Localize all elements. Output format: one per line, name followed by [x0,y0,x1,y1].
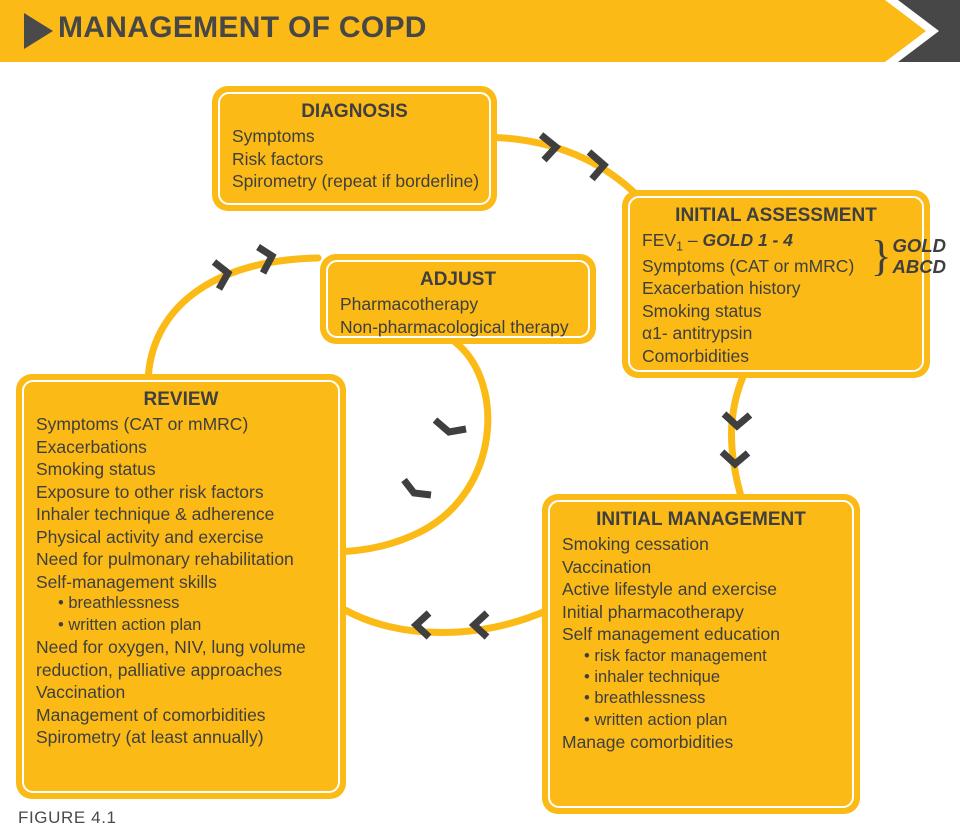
page-title: MANAGEMENT OF COPD [58,11,427,44]
connector-review-to-adjust [144,254,322,386]
header-banner-shape [0,0,926,62]
chevron-marker-icon [468,610,490,640]
box-diagnosis[interactable]: DIAGNOSIS Symptoms Risk factors Spiromet… [212,86,497,211]
box-initial-assessment-line-3: Smoking status [642,300,762,321]
box-diagnosis-line-3: Spirometry (repeat if borderline) [232,171,480,192]
box-review-line: Exposure to other risk factors [36,481,264,502]
box-review-inner: REVIEW Symptoms (CAT or mMRC) Exacerbati… [22,380,340,793]
box-initial-management-inner: INITIAL MANAGEMENT Smoking cessation Vac… [548,500,854,808]
box-review-line: Self-management skills [36,571,217,592]
connector-initial-assessment-to-initial-management [728,368,749,504]
box-initial-assessment-fev-line: FEV1 – GOLD 1 - 4 [642,229,910,255]
box-initial-management-line: Vaccination [562,556,652,577]
box-initial-management-line: Manage comorbidities [562,731,734,752]
box-adjust-line-1: Pharmacotherapy [340,293,479,314]
box-initial-assessment-line-4: α1- antitrypsin [642,323,753,344]
figure-caption: FIGURE 4.1 [18,808,117,827]
chevron-marker-icon [256,244,277,275]
chevron-marker-icon [410,610,432,640]
connector-initial-management-to-review [341,606,552,636]
box-initial-management-line: Smoking cessation [562,533,709,554]
box-diagnosis-title: DIAGNOSIS [301,101,408,122]
gold-abcd-labels: GOLD ABCD [892,235,946,277]
box-initial-management-line: Active lifestyle and exercise [562,579,777,600]
box-initial-management[interactable]: INITIAL MANAGEMENT Smoking cessation Vac… [542,494,860,814]
box-adjust-inner: ADJUST Pharmacotherapy Non-pharmacologic… [326,260,590,338]
box-initial-assessment-line-5: Comorbidities [642,345,749,366]
box-initial-management-bullet: • written action plan [584,710,728,729]
box-initial-management-bullet: • risk factor management [584,646,767,665]
connector-layer [144,132,753,640]
box-initial-assessment-line-2: Exacerbation history [642,278,801,299]
abcd-label: ABCD [892,255,946,277]
box-initial-management-title: INITIAL MANAGEMENT [596,509,806,530]
box-review-bullet: • breathlessness [58,594,180,613]
box-review-line: Symptoms (CAT or mMRC) [36,413,249,434]
fev-gold-grade: GOLD 1 - 4 [702,229,793,250]
box-initial-management-bullet: • breathlessness [584,689,706,708]
curly-brace-icon: } [870,232,892,280]
box-initial-assessment-inner: INITIAL ASSESSMENT FEV1 – GOLD 1 - 4 Sym… [628,196,924,372]
flow-diagram: DIAGNOSIS Symptoms Risk factors Spiromet… [0,62,960,814]
gold-abcd-annotation: } GOLD ABCD [870,232,946,280]
box-initial-management-line: Initial pharmacotherapy [562,601,744,622]
box-initial-management-line: Self management education [562,624,780,645]
box-review-line: Need for pulmonary rehabilitation [36,549,294,570]
fev-prefix: FEV [642,229,677,250]
box-review-title: REVIEW [143,389,219,410]
fev-dash: – [683,229,703,250]
chevron-marker-icon [401,477,432,499]
box-review-line: Spirometry (at least annually) [36,727,264,748]
box-initial-assessment-title: INITIAL ASSESSMENT [675,205,877,226]
box-diagnosis-line-1: Symptoms [232,125,315,146]
chevron-marker-icon [586,149,609,182]
fev-subscript: 1 [676,239,684,254]
box-review[interactable]: REVIEW Symptoms (CAT or mMRC) Exacerbati… [16,374,346,799]
box-diagnosis-line-2: Risk factors [232,148,324,169]
box-initial-management-bullet: • inhaler technique [584,668,721,687]
box-adjust[interactable]: ADJUST Pharmacotherapy Non-pharmacologic… [320,254,596,344]
box-review-line: Physical activity and exercise [36,526,264,547]
box-review-line: Vaccination [36,682,126,703]
box-review-line: Management of comorbidities [36,704,266,725]
box-review-line: Smoking status [36,459,156,480]
chevron-right-icon [898,0,960,62]
triangle-right-icon [24,13,53,49]
header-banner: MANAGEMENT OF COPD [0,0,960,62]
chevron-marker-icon [721,411,753,431]
chevron-marker-icon [211,259,233,291]
header-banner-graphic [0,0,960,62]
box-initial-assessment-line-1: Symptoms (CAT or mMRC) [642,255,855,276]
box-adjust-title: ADJUST [419,269,496,290]
box-adjust-line-2: Non-pharmacological therapy [340,316,569,337]
box-diagnosis-inner: DIAGNOSIS Symptoms Risk factors Spiromet… [218,92,491,205]
box-review-line: Inhaler technique & adherence [36,504,275,525]
box-initial-assessment[interactable]: INITIAL ASSESSMENT FEV1 – GOLD 1 - 4 Sym… [622,190,946,378]
gold-label: GOLD [892,235,946,256]
chevron-marker-icon [719,449,751,469]
box-review-line: Exacerbations [36,436,147,457]
box-review-line: Need for oxygen, NIV, lung volume reduct… [36,637,306,680]
chevron-marker-icon [538,132,562,163]
box-review-bullet: • written action plan [58,615,202,634]
connector-adjust-to-review [326,338,492,556]
chevron-marker-icon [432,417,467,436]
